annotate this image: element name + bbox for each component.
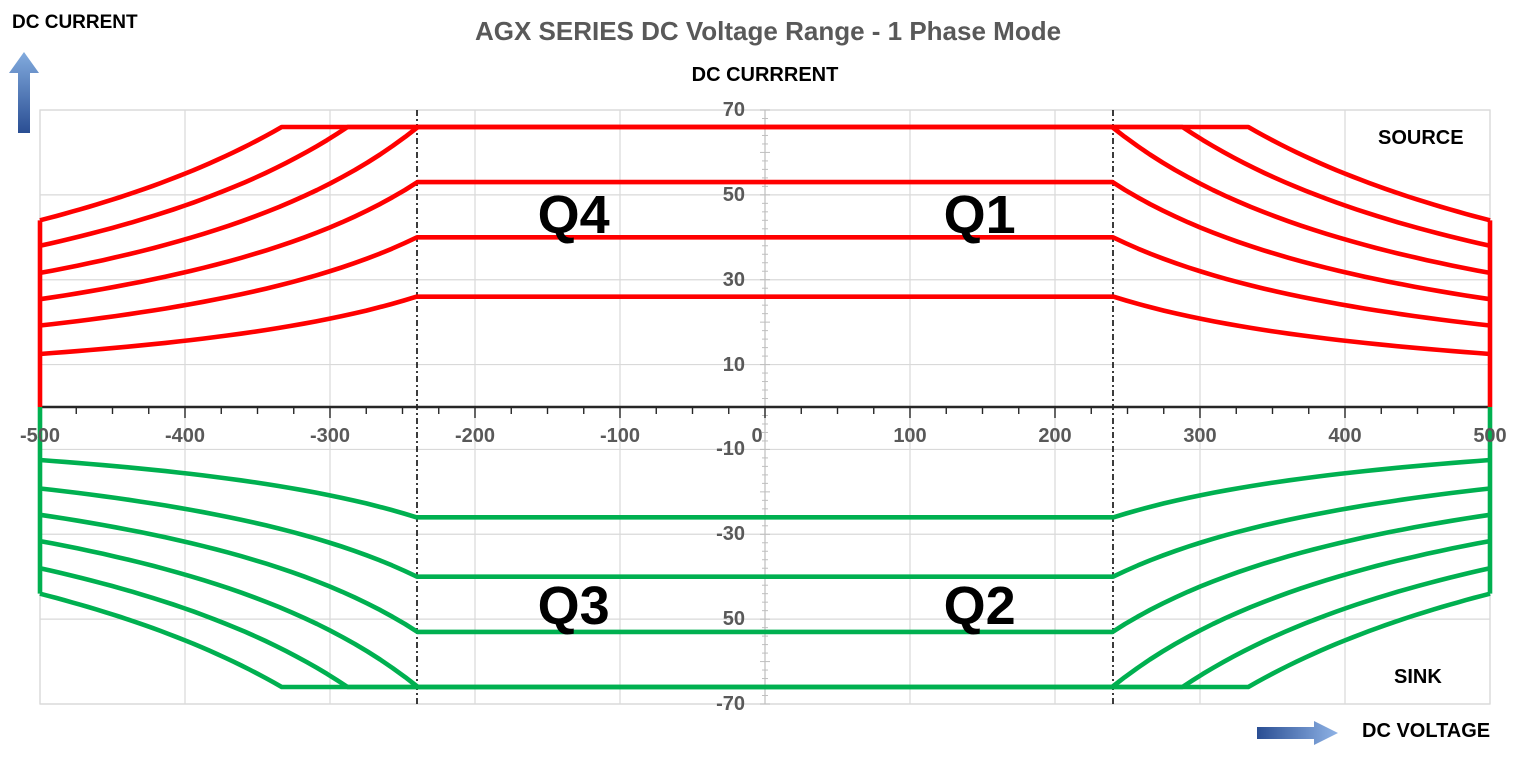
chart-title: AGX SERIES DC Voltage Range - 1 Phase Mo…	[474, 16, 1062, 46]
dc-voltage-arrow-icon	[1257, 721, 1338, 745]
dc-current-arrow-icon	[9, 52, 39, 133]
source-region-label: SOURCE	[1378, 127, 1464, 149]
x-axis-title: DC VOLTAGE	[1362, 720, 1491, 742]
dc-current-corner-label: DC CURRENT	[12, 12, 138, 33]
sink-region-label: SINK	[1394, 666, 1442, 688]
y-axis-title: DC CURRRENT	[691, 64, 839, 86]
